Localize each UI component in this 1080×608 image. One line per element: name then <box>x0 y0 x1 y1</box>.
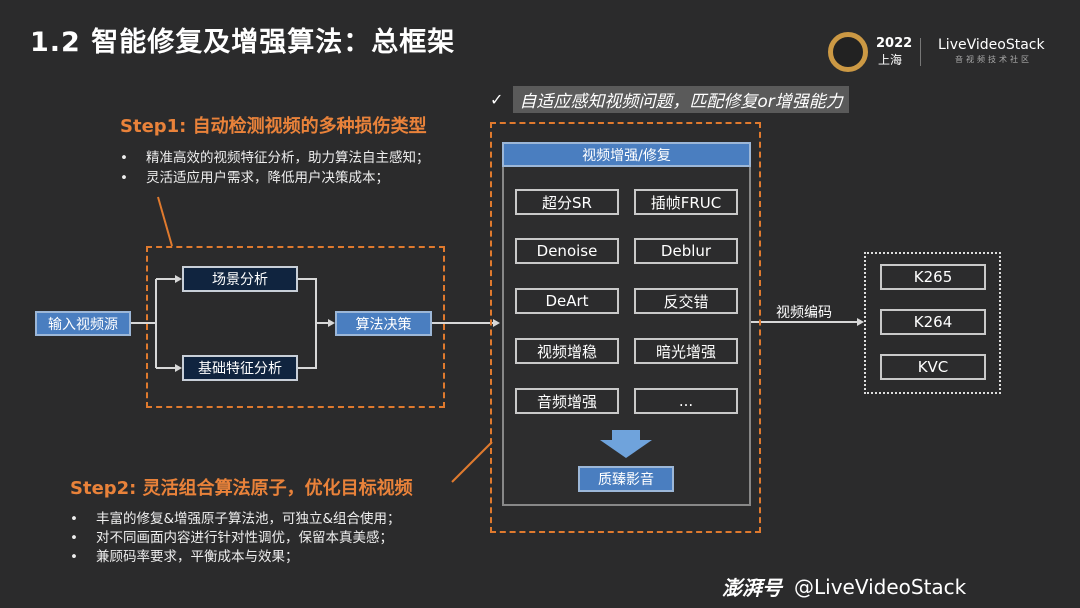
algo-fruc: 插帧FRUC <box>634 189 738 215</box>
check-icon: ✓ <box>490 90 504 109</box>
enhancement-group <box>490 122 761 533</box>
algo-deinterlace: 反交错 <box>634 288 738 314</box>
list-item: 对不同画面内容进行针对性调优，保留本真美感； <box>70 529 401 548</box>
step2-bullets: 丰富的修复&增强原子算法池，可独立&组合使用； 对不同画面内容进行针对性调优，保… <box>70 510 401 567</box>
algorithm-decision-node: 算法决策 <box>335 311 432 336</box>
down-arrow-icon <box>600 430 652 458</box>
highlight-text: 自适应感知视频问题，匹配修复or增强能力 <box>513 86 849 113</box>
brand-slogan: 音视频技术社区 <box>955 55 1032 64</box>
output-quality-node: 质臻影音 <box>578 466 674 492</box>
algo-sr: 超分SR <box>515 189 619 215</box>
algo-stabilize: 视频增稳 <box>515 338 619 364</box>
algo-more: ... <box>634 388 738 414</box>
input-video-node: 输入视频源 <box>35 311 131 336</box>
codec-group <box>864 252 1001 394</box>
list-item: 兼顾码率要求，平衡成本与效果； <box>70 548 401 567</box>
codec-k265: K265 <box>880 264 986 290</box>
conference-logo <box>828 32 868 72</box>
detection-group <box>146 246 445 408</box>
watermark-handle: @LiveVideoStack <box>794 574 967 599</box>
brand-logo: LiveVideoStack <box>938 37 1045 53</box>
step1-title: Step1: 自动检测视频的多种损伤类型 <box>120 116 427 137</box>
algo-deblur: Deblur <box>634 238 738 264</box>
step1-bullets: 精准高效的视频特征分析，助力算法自主感知； 灵活适应用户需求，降低用户决策成本； <box>120 148 430 188</box>
step2-title: Step2: 灵活组合算法原子，优化目标视频 <box>70 478 413 499</box>
page-title: 1.2 智能修复及增强算法：总框架 <box>30 27 456 58</box>
watermark: 澎湃号 @LiveVideoStack <box>722 572 966 601</box>
encode-label: 视频编码 <box>776 305 832 321</box>
list-item: 灵活适应用户需求，降低用户决策成本； <box>120 168 430 188</box>
algo-lowlight: 暗光增强 <box>634 338 738 364</box>
panel-header: 视频增强/修复 <box>502 142 751 167</box>
feature-analysis-node: 基础特征分析 <box>182 355 298 381</box>
conference-city: 上海 <box>878 53 903 67</box>
scene-analysis-node: 场景分析 <box>182 266 298 292</box>
list-item: 丰富的修复&增强原子算法池，可独立&组合使用； <box>70 510 401 529</box>
conference-year: 2022 <box>876 36 913 51</box>
algo-deart: DeArt <box>515 288 619 314</box>
codec-kvc: KVC <box>880 354 986 380</box>
codec-k264: K264 <box>880 309 986 335</box>
algo-denoise: Denoise <box>515 238 619 264</box>
algo-audio: 音频增强 <box>515 388 619 414</box>
list-item: 精准高效的视频特征分析，助力算法自主感知； <box>120 148 430 168</box>
watermark-source: 澎湃号 <box>722 576 782 600</box>
